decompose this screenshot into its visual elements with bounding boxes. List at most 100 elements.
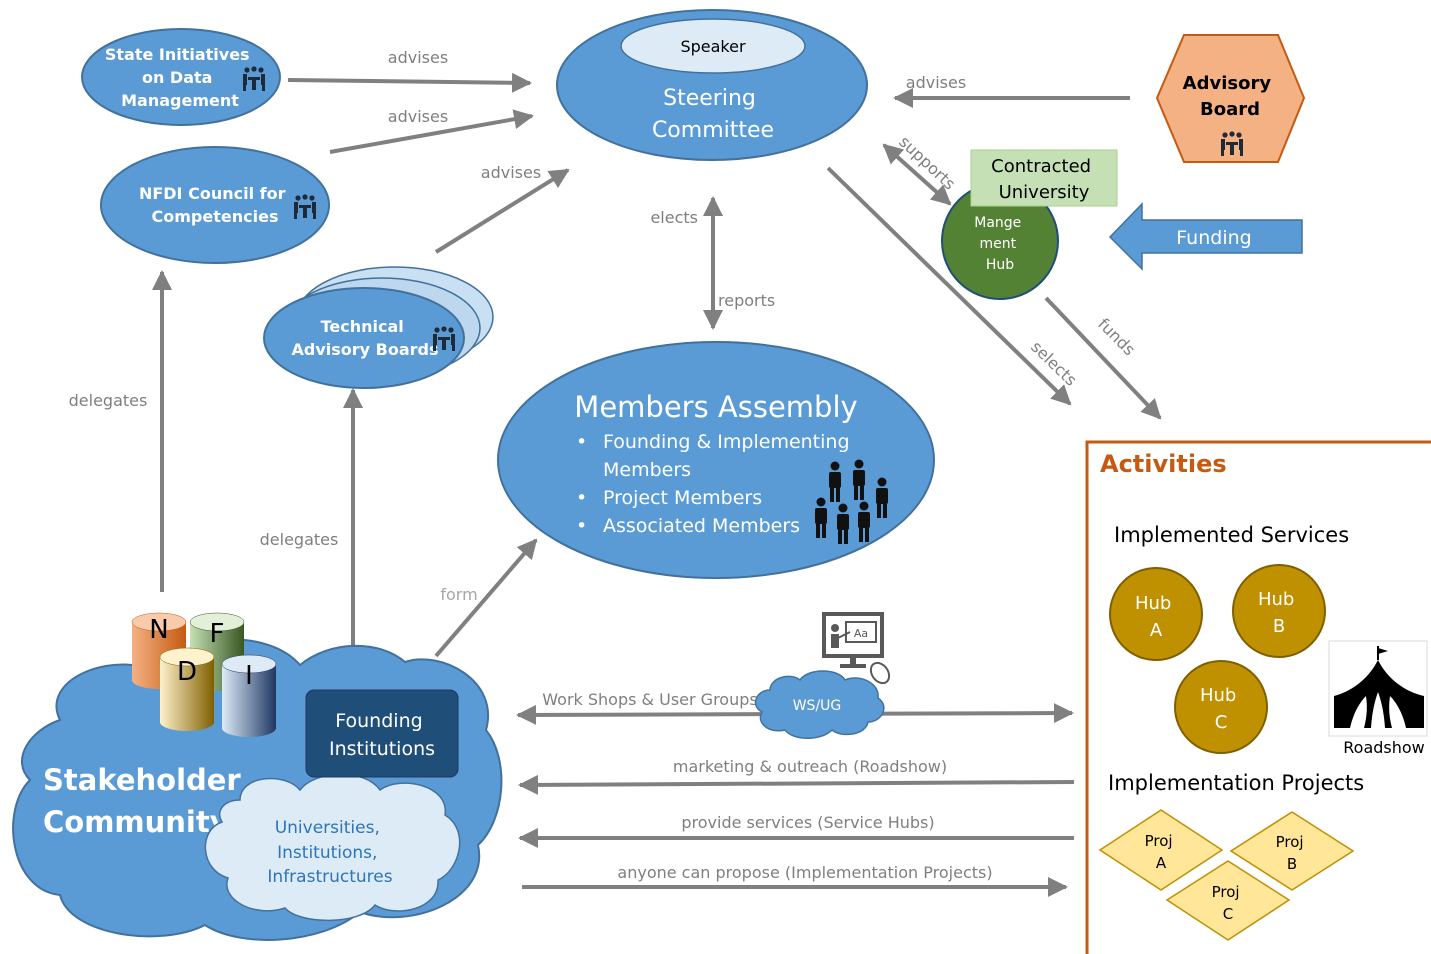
activities-title: Activities xyxy=(1100,450,1227,478)
advisory-board-node: Advisory Board xyxy=(1155,34,1306,163)
state-initiatives-line2: on Data xyxy=(142,68,212,87)
contracted-university-box: Contracted University xyxy=(970,149,1118,207)
ws-ug-cloud: WS/UG xyxy=(754,670,885,739)
roadshow-label: Roadshow xyxy=(1343,738,1425,757)
bullet: • xyxy=(576,487,587,509)
label-form: form xyxy=(440,585,477,604)
nfdi-logo: N F D I xyxy=(131,612,277,737)
svg-text:Proj A: Proj A xyxy=(1145,832,1178,872)
svg-text:Contracted University: Contracted University xyxy=(991,156,1097,203)
svg-text:Hub A: Hub A xyxy=(1135,593,1177,641)
label-delegates-2: delegates xyxy=(260,530,339,549)
founding-line1: Founding xyxy=(335,710,422,732)
svg-text:Hub B: Hub B xyxy=(1258,589,1300,637)
hub-c-line2: C xyxy=(1215,712,1228,733)
proj-b-line2: B xyxy=(1287,855,1297,873)
presentation-icon: Aa xyxy=(822,612,891,685)
tent-icon xyxy=(1334,646,1424,728)
funding-arrow: Funding xyxy=(1108,202,1303,271)
contracted-line2: University xyxy=(999,182,1090,203)
label-anyone-propose: anyone can propose (Implementation Proje… xyxy=(617,863,992,882)
stakeholder-line1: Stakeholder xyxy=(43,763,241,797)
members-item-2: Project Members xyxy=(603,487,762,509)
state-initiatives-line1: State Initiatives xyxy=(105,45,250,64)
founding-line2: Institutions xyxy=(329,738,435,760)
label-delegates-1: delegates xyxy=(69,391,148,410)
svg-text:Aa: Aa xyxy=(854,627,868,640)
nfdi-letter-f: F xyxy=(210,619,225,649)
cylinder-d: D xyxy=(159,647,215,731)
proj-a-line1: Proj xyxy=(1145,832,1173,850)
arrow-supports xyxy=(882,143,952,206)
universities-line2: Institutions, xyxy=(277,843,377,863)
cylinder-i: I xyxy=(221,654,277,737)
steering-line1: Steering xyxy=(663,86,756,111)
members-item-1b: Members xyxy=(603,459,691,481)
svg-text:Technical Advisory Board: Technical Advisory Boards xyxy=(291,317,438,359)
proj-c: Proj C xyxy=(1165,860,1291,941)
founding-institutions-box: Founding Institutions xyxy=(305,689,459,778)
proj-c-line1: Proj xyxy=(1212,883,1240,901)
contracted-line1: Contracted xyxy=(991,156,1091,177)
proj-b: Proj B xyxy=(1229,811,1355,891)
hub-b-line1: Hub xyxy=(1258,589,1294,610)
label-reports: reports xyxy=(718,291,775,310)
svg-text:Universities, Institutio: Universities, Institutions, Infrastructu… xyxy=(267,818,392,887)
technical-boards-line1: Technical xyxy=(321,317,404,336)
label-advises-1: advises xyxy=(388,48,448,67)
proj-a: Proj A xyxy=(1098,809,1224,891)
arrow-marketing xyxy=(518,774,1075,795)
nfdi-letter-n: N xyxy=(149,615,168,645)
nfdi-council-node: NFDI Council for Competencies xyxy=(100,146,330,264)
svg-text:Proj B: Proj B xyxy=(1276,833,1309,873)
proj-a-line2: A xyxy=(1156,854,1167,872)
technical-advisory-boards-node: Technical Advisory Boards xyxy=(263,266,494,389)
ws-ug-label: WS/UG xyxy=(793,698,842,714)
hub-c: Hub C xyxy=(1174,660,1268,754)
svg-text:NFDI Council for Compete: NFDI Council for Competencies xyxy=(139,184,291,226)
label-elects: elects xyxy=(650,208,698,227)
label-funds: funds xyxy=(1094,314,1139,359)
label-workshops: Work Shops & User Groups xyxy=(542,690,757,709)
management-hub-line1: Mange xyxy=(974,215,1021,231)
svg-text:Proj C: Proj C xyxy=(1212,883,1245,923)
implemented-services-heading: Implemented Services xyxy=(1114,523,1349,547)
members-assembly-node: Members Assembly • Founding & Implementi… xyxy=(497,341,935,579)
members-assembly-title: Members Assembly xyxy=(574,390,857,424)
svg-text:Steering Committee: Steering Committee xyxy=(652,86,774,143)
nfdi-council-line2: Competencies xyxy=(152,207,279,226)
universities-line3: Infrastructures xyxy=(267,867,392,887)
hub-b: Hub B xyxy=(1232,564,1326,658)
members-item-1: Founding & Implementing xyxy=(603,431,850,453)
hub-a: Hub A xyxy=(1109,567,1203,661)
implementation-projects-heading: Implementation Projects xyxy=(1108,771,1364,795)
proj-b-line1: Proj xyxy=(1276,833,1304,851)
management-hub-line3: Hub xyxy=(986,257,1014,273)
label-provide-services: provide services (Service Hubs) xyxy=(681,813,934,832)
management-hub-line2: ment xyxy=(979,236,1016,252)
hub-b-line2: B xyxy=(1273,616,1285,637)
technical-boards-line2: Advisory Boards xyxy=(291,340,438,359)
hub-c-line1: Hub xyxy=(1200,685,1236,706)
state-initiatives-node: State Initiatives on Data Management xyxy=(81,28,281,126)
arrow-state-to-steering xyxy=(287,72,532,93)
label-advises-2: advises xyxy=(388,107,448,126)
bullet: • xyxy=(576,431,587,453)
management-hub-node: Mange ment Hub xyxy=(941,182,1059,300)
members-item-3: Associated Members xyxy=(603,515,800,537)
svg-text:Stakeholder Community: Stakeholder Community xyxy=(43,763,251,839)
nfdi-council-line1: NFDI Council for xyxy=(139,184,286,203)
hub-a-line1: Hub xyxy=(1135,593,1171,614)
universities-line1: Universities, xyxy=(275,818,380,838)
label-selects: selects xyxy=(1027,337,1080,389)
stakeholder-line2: Community xyxy=(43,805,229,839)
svg-text:Founding Institutions: Founding Institutions xyxy=(329,710,435,760)
svg-text:Mange ment Hub: Mange ment Hub xyxy=(974,215,1025,273)
steering-line2: Committee xyxy=(652,118,774,143)
svg-text:Hub C: Hub C xyxy=(1200,685,1242,733)
funding-label: Funding xyxy=(1176,227,1251,249)
advisory-board-line2: Board xyxy=(1200,99,1260,120)
hub-a-line2: A xyxy=(1150,620,1163,641)
speaker-label: Speaker xyxy=(680,37,746,56)
